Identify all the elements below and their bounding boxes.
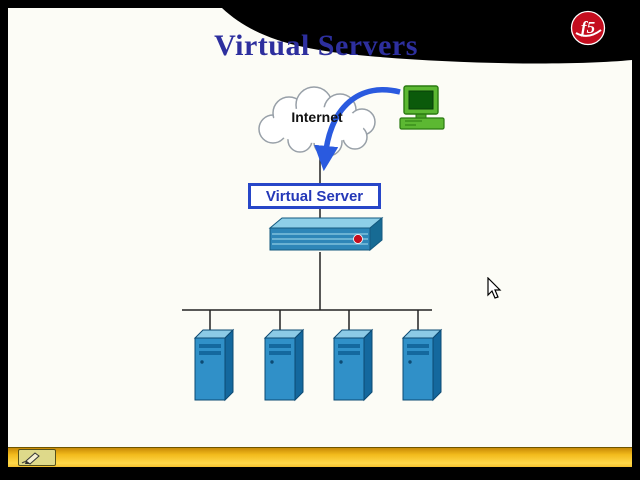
pen-tool-icon xyxy=(21,452,40,465)
server-icon xyxy=(194,329,234,401)
client-computer-icon xyxy=(399,85,445,130)
pen-tool-button[interactable] xyxy=(18,449,56,466)
network-diagram xyxy=(182,85,445,401)
request-arrow-icon xyxy=(314,87,401,172)
internet-label: Internet xyxy=(291,109,343,125)
slide-title: Virtual Servers xyxy=(214,29,418,62)
mouse-cursor xyxy=(487,277,502,299)
presentation-slide: Virtual Servers f5 xyxy=(8,8,632,467)
virtual-server-label: Virtual Server xyxy=(265,187,364,205)
server-icon xyxy=(402,329,442,401)
virtual-server-box: Virtual Server xyxy=(248,183,381,209)
f5-logo-text: f5 xyxy=(581,18,596,37)
appliance-f5-badge xyxy=(353,234,363,244)
f5-logo: f5 xyxy=(570,10,606,46)
server-icon xyxy=(333,329,373,401)
top-swoosh-decoration xyxy=(222,8,632,64)
server-pool xyxy=(194,329,442,401)
server-icon xyxy=(264,329,304,401)
bottom-toolbar xyxy=(8,447,632,467)
bigip-appliance-icon xyxy=(268,216,384,252)
